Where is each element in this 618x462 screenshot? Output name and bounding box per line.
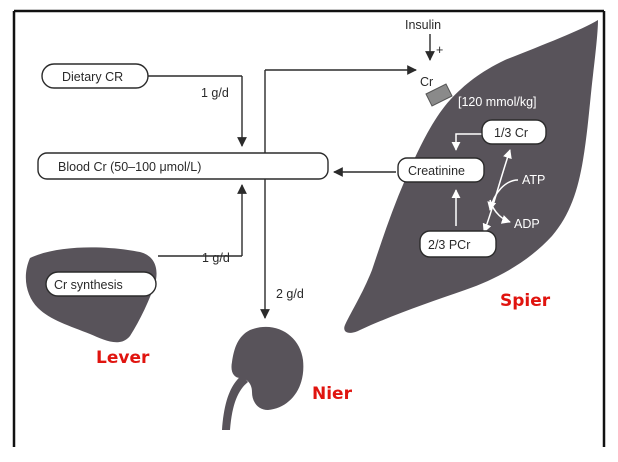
dietary-cr-label: Dietary CR [62,70,123,84]
plus-sign: + [436,43,443,57]
liver-name-label: Lever [96,348,150,368]
dietary-rate-label: 1 g/d [201,86,229,100]
kidney-name-label: Nier [312,384,353,404]
blood-cr-label: Blood Cr (50–100 μmol/L) [58,160,201,174]
liver-rate-label: 1 g/d [202,251,230,265]
adp-label: ADP [514,217,540,231]
insulin-label: Insulin [405,18,441,32]
cr-synthesis-label: Cr synthesis [54,278,123,292]
cr-muscle-label: Cr [420,75,433,89]
muscle-concentration-label: [120 mmol/kg] [458,95,537,109]
atp-label: ATP [522,173,545,187]
cr-fraction-label: 1/3 Cr [494,126,528,140]
creatinine-label: Creatinine [408,164,465,178]
kidney-rate-label: 2 g/d [276,287,304,301]
pcr-fraction-label: 2/3 PCr [428,238,470,252]
muscle-name-label: Spier [500,291,551,311]
